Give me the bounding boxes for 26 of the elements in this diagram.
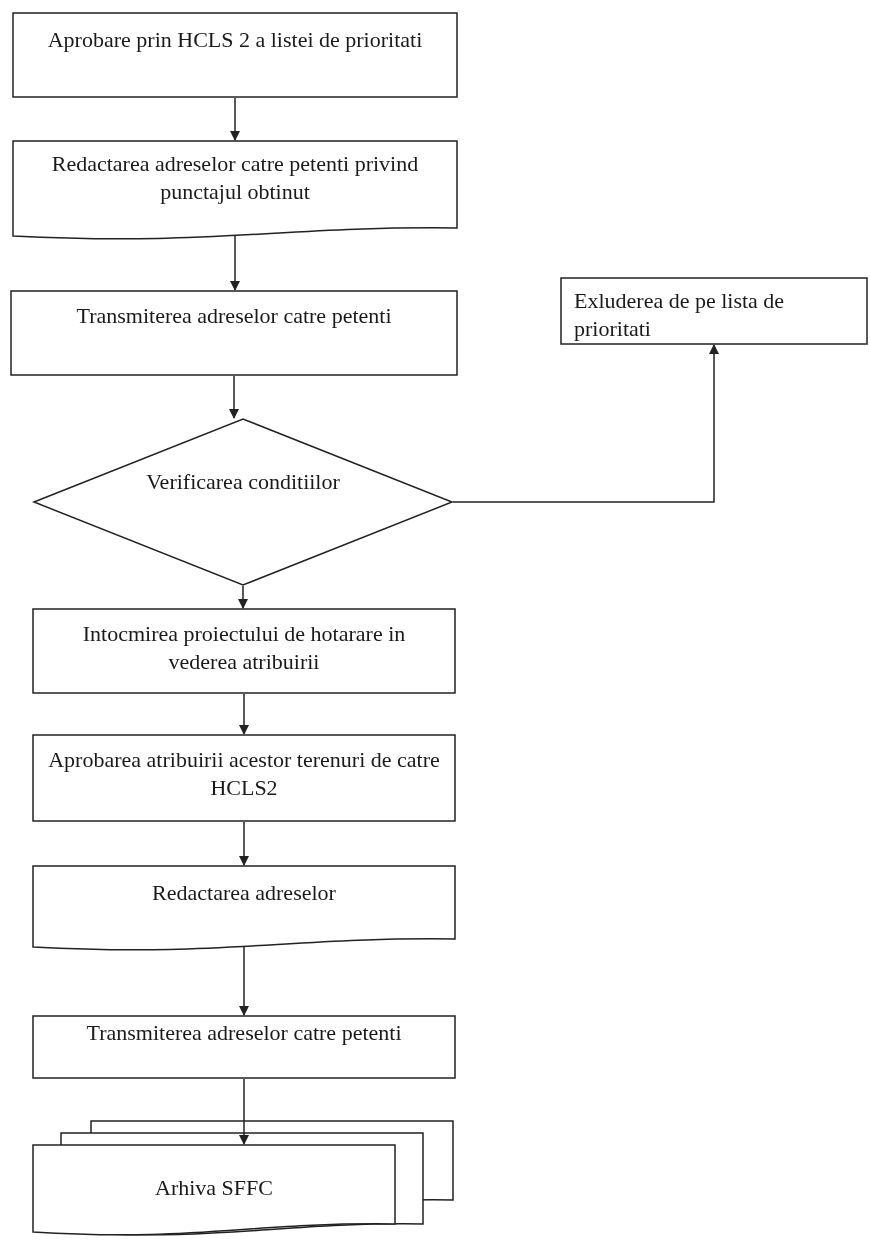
arrow (452, 344, 719, 503)
arrow (239, 1078, 249, 1145)
arrow (239, 693, 249, 735)
process-box (32, 608, 456, 694)
process-box (12, 12, 458, 98)
arrow (239, 946, 249, 1016)
process-box (560, 277, 868, 345)
process-box (10, 290, 458, 376)
node-text: Transmiterea adreselor catre petenti (75, 302, 393, 330)
arrow (230, 235, 240, 291)
arrow (230, 97, 240, 141)
node-text: Aprobare prin HCLS 2 a listei de prioritati (46, 26, 424, 54)
arrow (229, 375, 239, 419)
node-text: Exluderea de pe lista de prioritati (574, 287, 786, 343)
node-text: Redactarea adreselor catre petenti privind punctajul obtinut (50, 150, 420, 206)
node-text: Arhiva SFFC (154, 1174, 274, 1202)
arrow (238, 585, 248, 609)
decision-diamond (33, 418, 453, 586)
node-text: Aprobarea atribuirii acestor terenuri de catre HCLS2 (47, 746, 441, 802)
node-text: Transmiterea adreselor catre petenti (85, 1019, 403, 1047)
node-text: Intocmirea proiectului de hotarare in vederea atribuirii (81, 620, 407, 676)
arrow (239, 821, 249, 866)
process-box (32, 734, 456, 822)
node-text: Redactarea adreselor (151, 879, 337, 907)
process-box (32, 1015, 456, 1079)
node-text: Verificarea conditiilor (145, 468, 341, 496)
